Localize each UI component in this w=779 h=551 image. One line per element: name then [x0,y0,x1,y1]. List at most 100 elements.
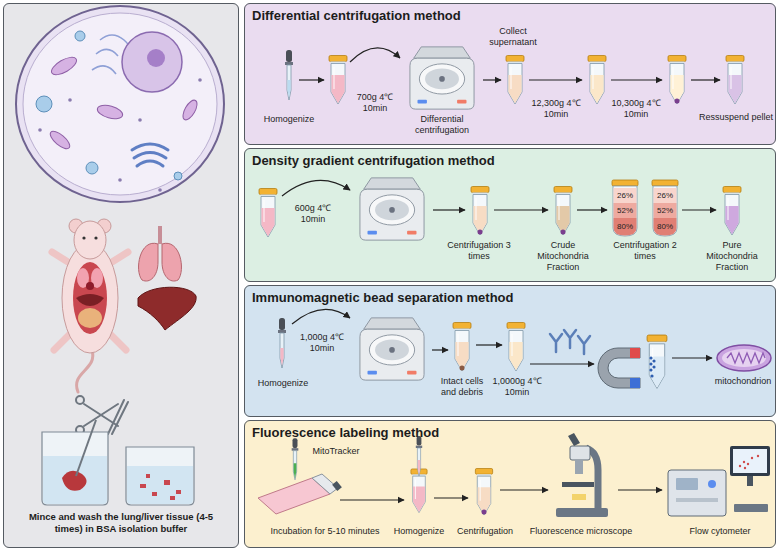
mouse-illustration [52,219,128,392]
cell-illustration [180,98,200,122]
beaker-illustration [140,474,181,500]
panel-grounds [244,420,776,548]
fluorescence-steps [482,510,487,515]
fluorescence-steps [292,438,299,480]
immunomagnetic-steps [652,359,655,362]
fluorescence-steps [500,489,548,490]
fluorescence-steps [556,508,608,517]
step-label: Homogenize [262,114,316,125]
fluorescence-steps [751,457,753,459]
gradient-steps [259,189,277,238]
step-label: Flow cytometer [680,526,760,537]
gradient-steps [577,209,607,210]
step-label: Centrifugation 3 times [446,240,512,262]
percent-label: 80% [652,221,678,232]
fluorescence-steps [575,460,583,474]
beaker-illustration [62,471,87,491]
immunomagnetic-steps [598,348,640,388]
immunomagnetic-steps [550,334,562,352]
differential-steps [529,79,582,80]
differential-steps [410,47,474,109]
lung-illustration [162,243,181,281]
gradient-steps [282,180,350,196]
instrument-illustration [76,396,84,404]
cell-illustration [86,162,98,174]
gradient-steps [653,186,677,236]
mouse-illustration [94,236,97,239]
percent-label: 80% [612,221,638,232]
differential-steps [329,56,347,105]
cell-illustration [36,31,182,180]
mouse-illustration [54,334,70,350]
cell-illustration [122,32,182,92]
immunomagnetic-steps [630,378,640,388]
fluorescence-steps [743,461,745,463]
step-label: mitochondrion [712,376,774,387]
fluorescence-steps [340,499,404,500]
cell-illustration [48,128,73,151]
gradient-steps [554,187,572,236]
step-label: Centrifugation 2 times [612,240,678,262]
cell-illustration [118,178,122,182]
condition-label: 12,300g 4℃ 10min [528,98,584,120]
step-label: Ressuspend pellet [698,112,774,123]
immunomagnetic-steps [292,309,350,324]
cell-illustration [48,54,200,152]
fluorescence-steps [747,476,753,486]
beaker-illustration [176,490,181,494]
immunomagnetic-steps [530,363,594,364]
lung-illustration [158,226,162,244]
fluorescence-steps [739,465,741,467]
gradient-steps [613,186,637,236]
panel-grounds [244,285,776,417]
beaker-illustration [140,484,146,488]
immunomagnetic-steps [727,353,765,363]
cell-illustration [134,153,166,159]
fluorescence-steps [734,504,768,512]
beaker-illustration [152,492,157,496]
panel-title: Immunomagnetic bead separation method [252,290,514,306]
condition-label: 700g 4℃ 10min [352,92,398,114]
differential-steps [668,56,686,105]
differential-steps [299,79,324,80]
differential-steps [483,79,501,80]
step-label: Differential centrifugation [398,114,486,136]
cell-illustration [137,161,163,166]
immunomagnetic-steps [507,323,525,372]
immunomagnetic-steps [650,374,653,377]
mouse-illustration [74,221,106,259]
cell-illustration [138,118,142,122]
step-label: Homogenize [256,378,310,389]
beaker-illustration [43,456,107,504]
step-label: Centrifugation [452,526,518,537]
step-label: Homogenize [390,526,448,537]
cell-illustration [174,172,182,180]
fluorescence-steps [730,446,770,476]
immunomagnetic-steps [672,357,712,358]
cell-illustration [147,49,165,67]
fluorescence-steps [744,467,746,469]
fluorescence-steps [475,468,492,515]
immunomagnetic-steps [647,335,667,388]
fluorescence-steps [739,455,759,469]
immunomagnetic-steps [649,356,652,359]
fluorescence-steps [757,455,759,457]
cell-illustration [49,54,79,78]
fluorescence-steps [708,480,716,488]
step-label: Crude Mitochondria Fraction [530,240,596,273]
immunomagnetic-steps [630,348,640,358]
fluorescence-steps [668,470,726,516]
gradient-steps [612,180,638,186]
immunomagnetic-steps [578,336,590,354]
panel-title: Fluorescence labeling method [252,425,439,441]
beaker-illustration [126,447,194,505]
beaker-illustration [127,466,193,504]
fluorescence-steps [733,449,767,473]
cell-illustration [36,96,52,112]
mouse-illustration [78,308,102,328]
beaker-illustration [170,496,175,500]
panel-grounds [3,3,776,548]
fluorescence-steps [747,463,749,465]
gradient-steps [723,187,741,236]
